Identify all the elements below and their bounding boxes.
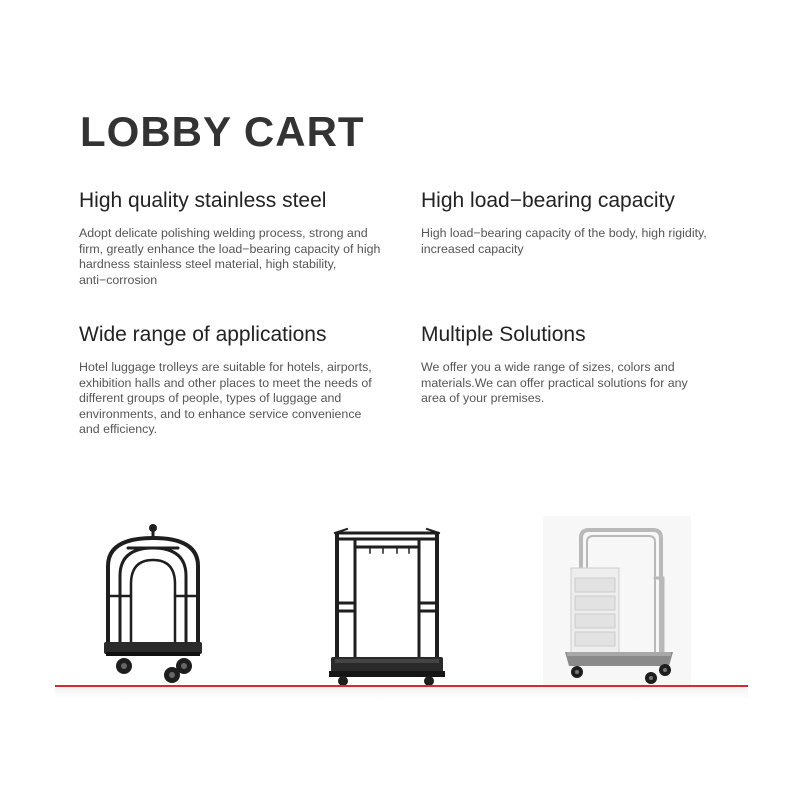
feature-heading: High load−bearing capacity — [421, 189, 675, 212]
feature-stainless-steel: High quality stainless steel Adopt delic… — [79, 188, 394, 288]
accent-divider-line — [55, 685, 748, 687]
garment-rack-cart-icon — [329, 527, 445, 686]
page-title: LOBBY CART — [80, 108, 365, 155]
feature-description: Hotel luggage trolleys are suitable for … — [79, 360, 372, 437]
feature-description: High load−bearing capacity of the body, … — [421, 226, 707, 256]
feature-description: We offer you a wide range of sizes, colo… — [421, 360, 688, 406]
feature-heading: Multiple Solutions — [421, 323, 586, 346]
floor-shadow — [55, 687, 748, 699]
feature-heading: Wide range of applications — [79, 323, 327, 346]
product-image-platform-cart — [543, 516, 691, 688]
feature-load-bearing: High load−bearing capacity High load−bea… — [421, 188, 741, 257]
feature-applications: Wide range of applications Hotel luggage… — [79, 322, 379, 438]
feature-heading: High quality stainless steel — [79, 189, 327, 212]
feature-solutions: Multiple Solutions We offer you a wide r… — [421, 322, 706, 407]
product-image-birdcage-cart — [98, 516, 208, 688]
feature-description: Adopt delicate polishing welding process… — [79, 226, 381, 287]
birdcage-luggage-cart-icon — [104, 524, 202, 683]
stainless-platform-cart-icon — [565, 528, 673, 684]
product-image-garment-cart — [325, 525, 447, 688]
